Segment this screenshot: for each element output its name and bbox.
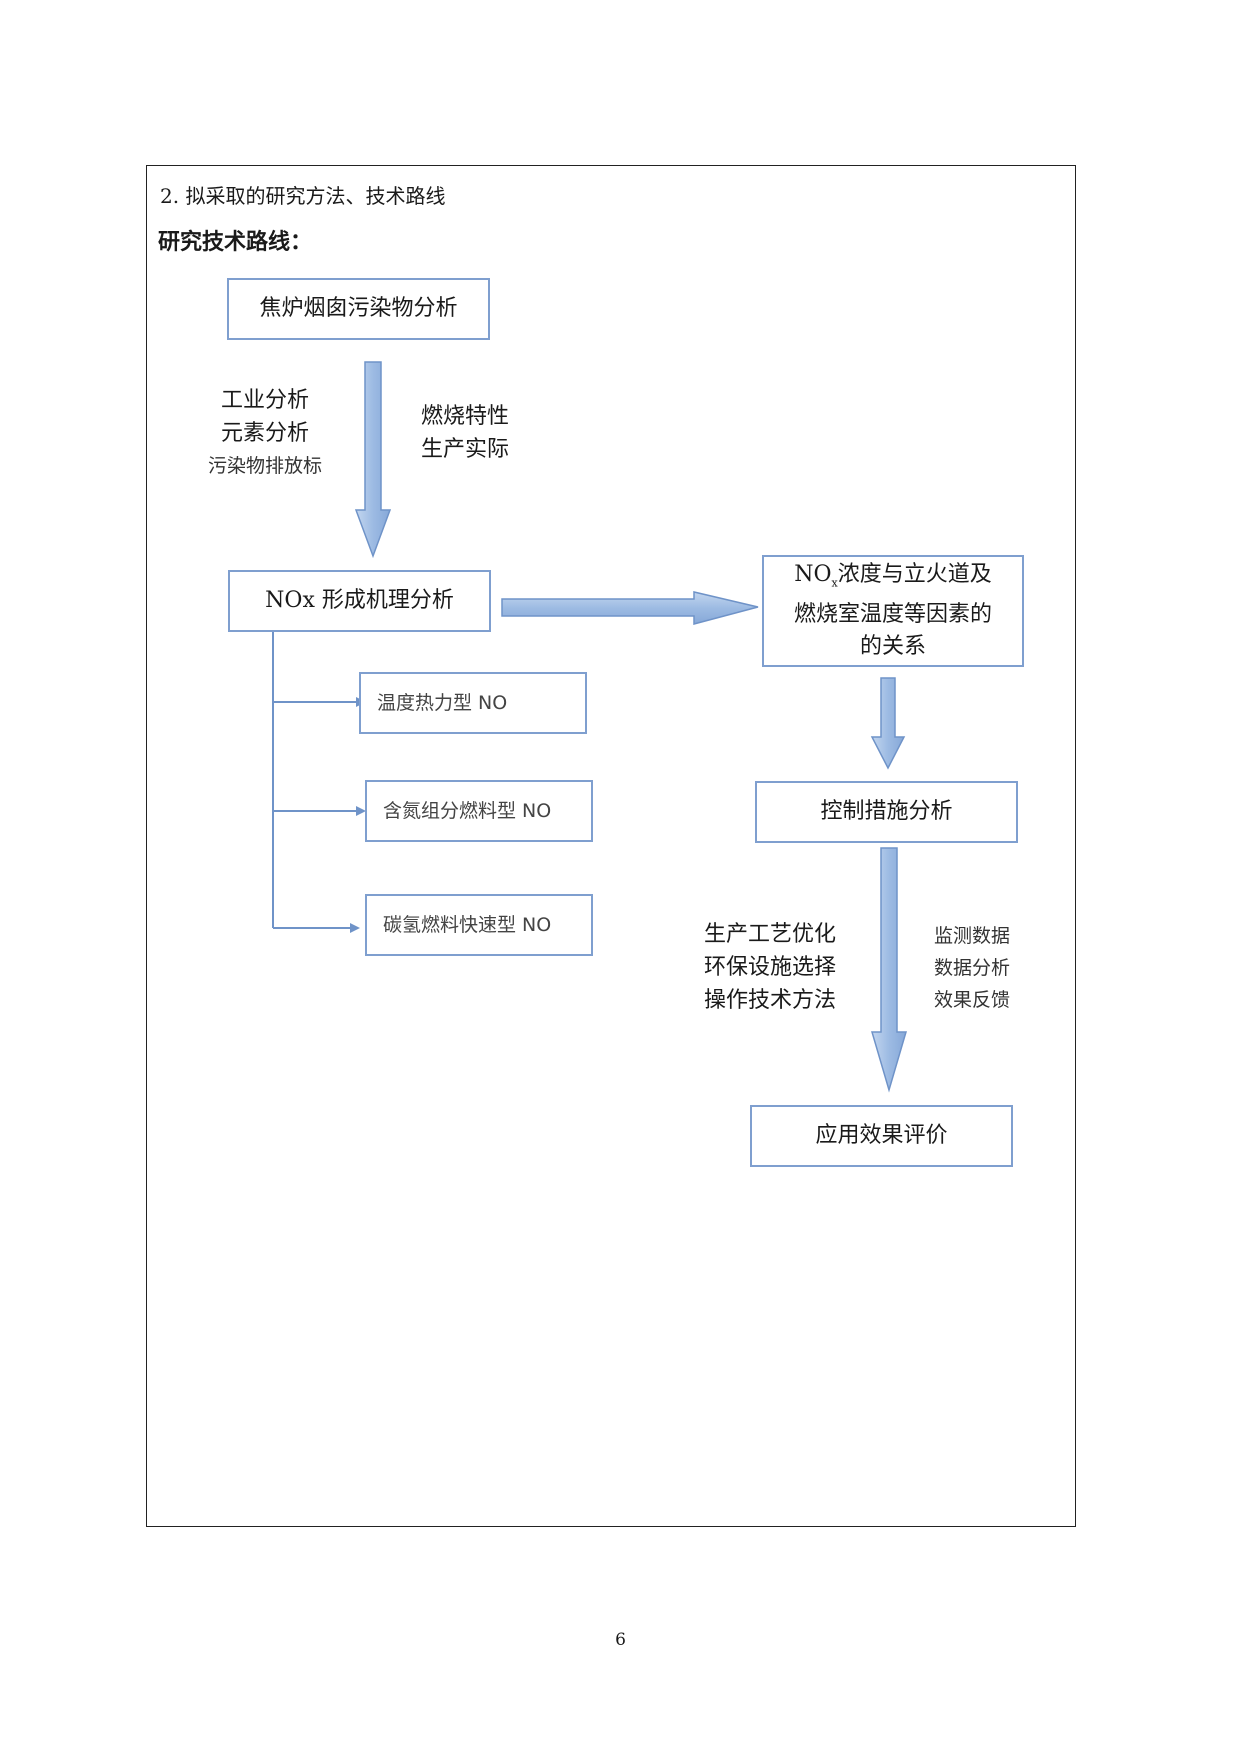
arrow-control-to-evaluation bbox=[870, 847, 908, 1093]
label-left-arrow3-line1: 生产工艺优化 bbox=[703, 922, 836, 947]
label-right-arrow3-line2: 数据分析 bbox=[933, 957, 1010, 979]
node-fuel-no-label: 含氮组分燃料型 NO bbox=[383, 799, 552, 822]
label-left-arrow1-line2: 元素分析 bbox=[220, 421, 309, 446]
arrow-analysis-to-mechanism bbox=[354, 361, 392, 559]
branch-connectors bbox=[272, 632, 358, 929]
branch-arrowhead-fuel bbox=[356, 806, 366, 816]
label-right-arrow3-line1: 监测数据 bbox=[933, 925, 1010, 947]
node-thermal-no-label: 温度热力型 NO bbox=[377, 691, 508, 714]
label-right-arrow1: 燃烧特性 生产实际 bbox=[415, 400, 515, 466]
arrow-mechanism-to-relation bbox=[501, 591, 759, 625]
node-nox-relation-line3: 的关系 bbox=[859, 634, 926, 660]
node-thermal-no: 温度热力型 NO bbox=[359, 672, 587, 734]
label-right-arrow1-line2: 生产实际 bbox=[420, 437, 509, 462]
node-nox-relation-prefix: NO bbox=[794, 561, 832, 587]
node-application-evaluation: 应用效果评价 bbox=[750, 1105, 1013, 1167]
page-number: 6 bbox=[615, 1630, 626, 1650]
node-nox-relation-line2: 燃烧室温度等因素的 bbox=[793, 602, 992, 628]
label-left-arrow1: 工业分析 元素分析 bbox=[205, 384, 325, 450]
label-right-arrow1-line1: 燃烧特性 bbox=[420, 404, 509, 429]
label-left-arrow3: 生产工艺优化 环保设施选择 操作技术方法 bbox=[690, 918, 850, 1017]
label-left-arrow3-line2: 环保设施选择 bbox=[703, 955, 836, 980]
label-right-arrow3: 监测数据 数据分析 效果反馈 bbox=[922, 920, 1022, 1016]
label-right-arrow3-line3: 效果反馈 bbox=[933, 989, 1010, 1011]
node-application-evaluation-label: 应用效果评价 bbox=[815, 1122, 948, 1148]
branch-arrowhead-prompt bbox=[350, 923, 360, 933]
node-nox-relation: NOx浓度与立火道及 燃烧室温度等因素的 的关系 bbox=[762, 555, 1024, 667]
node-nox-mechanism: NOx 形成机理分析 bbox=[228, 570, 491, 632]
node-fuel-no: 含氮组分燃料型 NO bbox=[365, 780, 593, 842]
section-heading: 2. 拟采取的研究方法、技术路线 bbox=[160, 184, 446, 208]
node-pollutant-analysis-label: 焦炉烟囱污染物分析 bbox=[259, 295, 458, 321]
node-nox-relation-line1: 浓度与立火道及 bbox=[837, 561, 992, 587]
node-pollutant-analysis: 焦炉烟囱污染物分析 bbox=[227, 278, 490, 340]
node-prompt-no: 碳氢燃料快速型 NO bbox=[365, 894, 593, 956]
label-left-arrow1-small: 污染物排放标 bbox=[207, 455, 322, 477]
node-control-measures-label: 控制措施分析 bbox=[820, 798, 953, 824]
node-nox-mechanism-label: NOx 形成机理分析 bbox=[265, 587, 454, 613]
route-title: 研究技术路线： bbox=[158, 229, 313, 255]
node-nox-relation-sub: x bbox=[831, 576, 838, 590]
node-control-measures: 控制措施分析 bbox=[755, 781, 1018, 843]
node-prompt-no-label: 碳氢燃料快速型 NO bbox=[383, 913, 552, 936]
content-frame bbox=[146, 165, 1076, 1527]
label-left-arrow3-line3: 操作技术方法 bbox=[703, 988, 836, 1013]
arrow-relation-to-control bbox=[870, 677, 906, 770]
label-left-arrow1-line1: 工业分析 bbox=[220, 388, 309, 413]
